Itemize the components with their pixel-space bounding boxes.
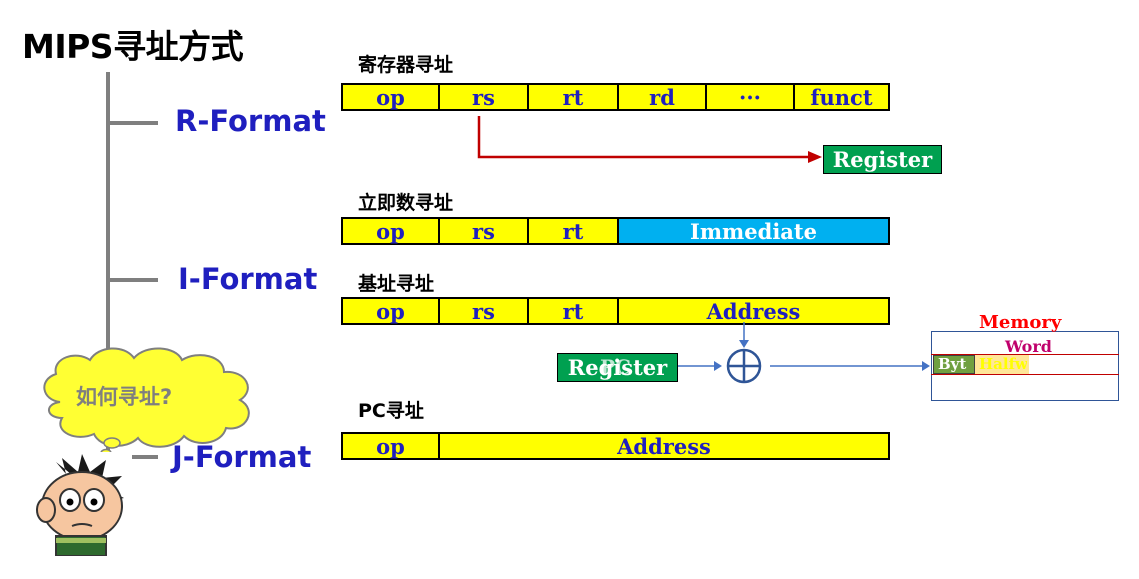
base-addressing-title: 基址寻址 [358, 273, 435, 295]
memory-word-band [931, 354, 1119, 375]
field-rs: rs [440, 85, 529, 110]
tree-branch-i [106, 278, 158, 282]
immediate-addressing-title: 立即数寻址 [358, 192, 454, 214]
register-box: Register [823, 145, 942, 174]
pc-addressing-title: PC寻址 [358, 400, 424, 422]
field-ellipsis: ··· [707, 85, 795, 110]
i-format-label: I-Format [178, 262, 318, 296]
field-op: op [343, 434, 440, 459]
field-rt: rt [529, 219, 619, 244]
memory-word-label: Word [1005, 337, 1052, 356]
rs-to-register-arrow [477, 116, 822, 163]
field-address: Address [617, 433, 711, 459]
field-rt: rt [529, 299, 619, 324]
memory-byte-cell [933, 355, 975, 374]
memory-halfword-cell [975, 355, 1029, 374]
field-rd: rd [619, 85, 707, 110]
memory-halfword-label: Halfw [979, 355, 1027, 373]
base-format-row: op rs rt Address [341, 297, 890, 325]
tree-branch-j [106, 455, 158, 459]
memory-byte-label: Byt [938, 355, 967, 373]
memory-title: Memory [979, 312, 1062, 333]
field-op: op [343, 299, 440, 324]
field-op: op [343, 219, 440, 244]
field-address: Address [706, 299, 801, 324]
register-addressing-title: 寄存器寻址 [358, 54, 454, 76]
adder-diagram [678, 322, 930, 384]
field-rs: rs [440, 219, 529, 244]
cartoon-character-icon [26, 452, 132, 556]
tree-trunk [106, 72, 110, 460]
field-funct: funct [810, 84, 873, 110]
pc-overlay-label: PC [600, 355, 631, 379]
field-rs: rs [440, 299, 529, 324]
field-immediate: Immediate [619, 219, 888, 244]
pc-format-row: op Address [341, 432, 890, 460]
field-op: op [343, 85, 440, 110]
register-format-row: op rs rt rd ··· funct [341, 83, 890, 111]
immediate-format-row: op rs rt Immediate [341, 217, 890, 245]
thought-bubble-text: 如何寻址? [76, 385, 173, 409]
page-title: MIPS寻址方式 [22, 27, 244, 66]
base-register-label: Register [567, 355, 668, 380]
base-register-box: Register [557, 353, 678, 382]
field-rt: rt [529, 85, 619, 110]
tree-branch-r [106, 121, 158, 125]
j-format-label: J-Format [172, 440, 312, 474]
r-format-label: R-Format [175, 104, 326, 138]
